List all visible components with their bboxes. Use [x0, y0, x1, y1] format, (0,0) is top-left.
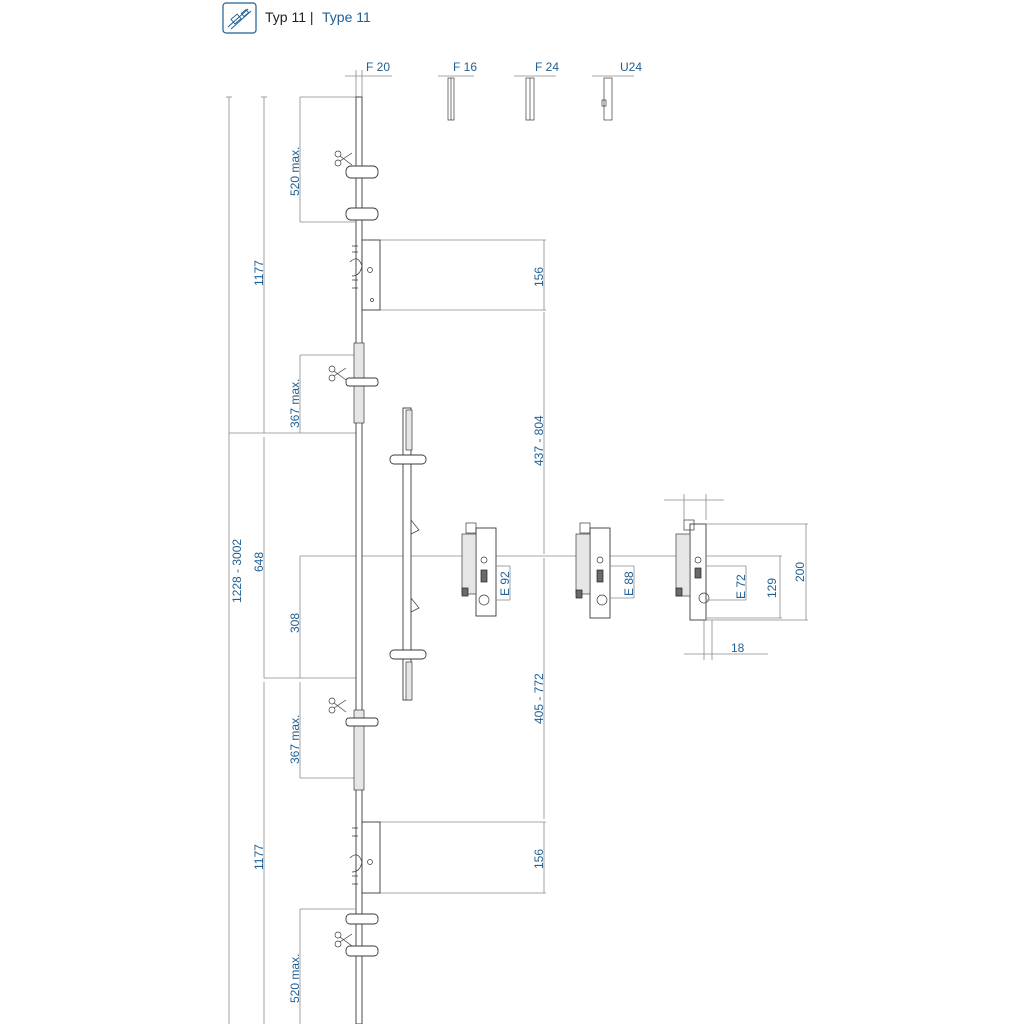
dim-e88: E 88	[622, 571, 636, 596]
dim-308: 308	[288, 613, 302, 633]
faceplate-f16-label: F 16	[453, 60, 477, 74]
dim-bottom-156: 156	[532, 849, 546, 869]
main-lock-bar	[345, 96, 381, 1024]
scissors-icon	[334, 150, 353, 167]
dim-18: 18	[731, 641, 745, 655]
dim-e92: E 92	[498, 571, 512, 596]
header-type-label: Type 11	[322, 9, 371, 25]
dim-648: 648	[252, 552, 266, 572]
lock-type-icon	[222, 2, 257, 34]
faceplate-u24-label: U24	[620, 60, 642, 74]
dim-200: 200	[793, 562, 807, 582]
dim-top-156: 156	[532, 267, 546, 287]
dim-129: 129	[765, 578, 779, 598]
faceplate-f20-label: F 20	[366, 60, 390, 74]
scissors-icon	[334, 931, 353, 948]
dim-bottom-1177: 1177	[252, 844, 266, 870]
scissors-icon	[328, 697, 347, 714]
dim-bottom-520: 520 max.	[288, 954, 302, 1003]
dim-lower-range: 405 - 772	[532, 673, 546, 724]
dim-top-520: 520 max.	[288, 147, 302, 196]
dim-bottom-367: 367 max.	[288, 715, 302, 764]
scissors-icon	[328, 365, 347, 382]
dim-e72: E 72	[734, 574, 748, 599]
dim-top-1177: 1177	[252, 260, 266, 286]
lock-body-e88: E 88	[575, 522, 636, 619]
faceplate-f24-label: F 24	[535, 60, 559, 74]
dim-total-range: 1228 - 3002	[230, 539, 244, 603]
central-lock-faceplate	[389, 407, 427, 701]
lock-body-e72: E 72 129 200 18	[664, 494, 808, 660]
dim-top-367: 367 max.	[288, 379, 302, 428]
dimension-lines: 1228 - 3002 1177 648 1177 520 max. 367 m…	[226, 96, 690, 1024]
lock-body-e92: E 92	[461, 522, 512, 617]
header: Typ 11 | Type 11	[222, 2, 371, 34]
dim-upper-range: 437 - 804	[532, 415, 546, 466]
header-typ-label: Typ 11 |	[265, 9, 314, 25]
faceplate-profiles: F 20 F 16 F 24 U24	[345, 60, 642, 121]
